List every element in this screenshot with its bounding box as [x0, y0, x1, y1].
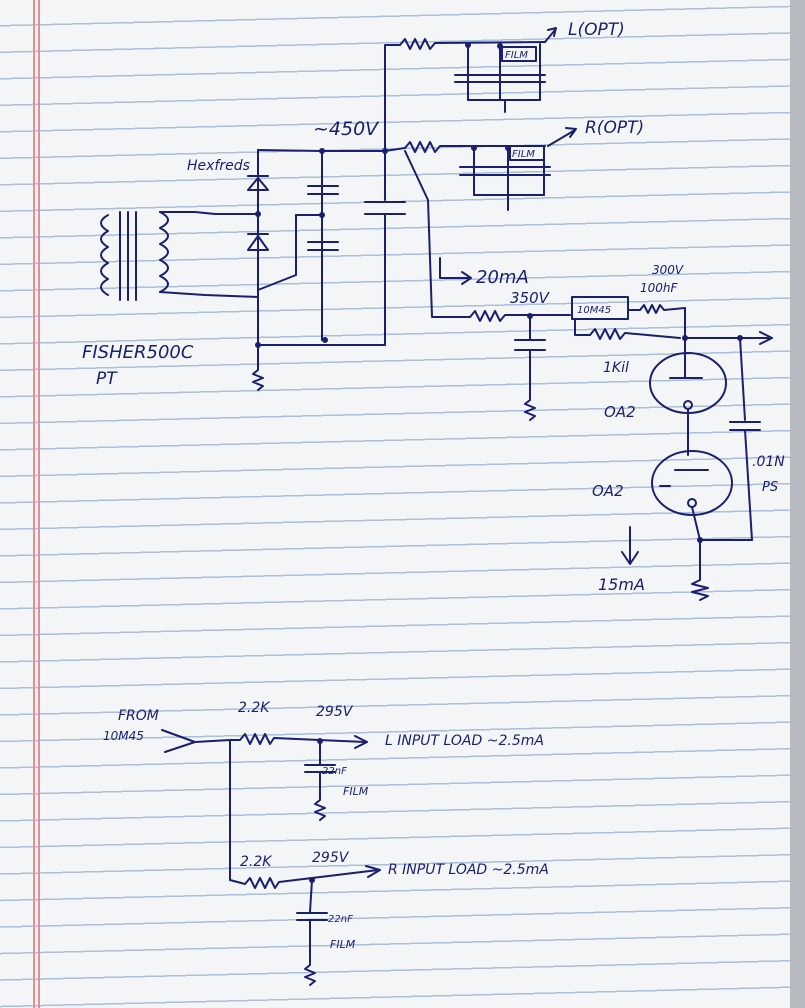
film-label-right: FILM [512, 149, 535, 160]
right-resistor-label: 2.2K [240, 854, 273, 870]
resistor-icon [589, 328, 681, 340]
output-resistor-label: 100hF [640, 281, 679, 295]
left-resistor-label: 2.2K [238, 700, 271, 716]
left-load-label: L INPUT LOAD ~2.5mA [385, 733, 544, 749]
left-cap-type: FILM [343, 785, 369, 798]
margin-line [38, 0, 40, 1008]
diode-icon [247, 177, 269, 191]
output-voltage: 300V [652, 263, 684, 277]
tap-current-label: 20mA [476, 267, 529, 288]
secondary-coil [159, 211, 169, 293]
oa2-tube-1 [649, 337, 727, 414]
rectifier-diodes [247, 149, 269, 346]
left-cap-label: 22nF [322, 766, 347, 777]
source-label: FROM [118, 708, 159, 724]
left-voltage-label: 295V [316, 704, 354, 720]
node-voltage: 350V [510, 289, 551, 307]
diode-icon [247, 235, 269, 251]
regulator-device-label: 10M45 [577, 305, 611, 316]
b-plus-voltage: ~450V [313, 118, 380, 140]
power-transformer [100, 211, 259, 301]
margin-line [33, 0, 35, 1008]
bypass-cap-type: PS [762, 480, 778, 495]
resistor-icon [229, 733, 368, 749]
film-label-left: FILM [505, 50, 528, 61]
transformer-sub-label: PT [96, 369, 118, 389]
resistor-icon [469, 310, 571, 322]
right-voltage-label: 295V [312, 850, 350, 866]
right-cap-type: FILM [330, 938, 356, 951]
right-opt-label: R(OPT) [585, 118, 644, 138]
right-cap-label: 22nF [328, 914, 353, 925]
ground-icon [524, 349, 536, 421]
shunt-current-label: 15mA [598, 575, 645, 594]
source-device-label: 10M45 [103, 729, 144, 743]
ground-icon [691, 539, 709, 601]
mosfet-box [571, 296, 629, 320]
rectifier-label: Hexfreds [187, 158, 250, 174]
left-opt-branch [399, 27, 557, 113]
tube-1-label: OA2 [604, 403, 636, 421]
primary-coil [100, 214, 109, 296]
right-load-label: R INPUT LOAD ~2.5mA [388, 862, 549, 878]
resistor-icon [639, 304, 686, 314]
page-edge [790, 0, 805, 1008]
oa2-tube-2 [651, 450, 733, 516]
ground-icon [304, 919, 316, 986]
tube-2-label: OA2 [592, 482, 624, 500]
series-resistor-label: 1Kil [603, 360, 629, 376]
transformer-label: FISHER500C [82, 342, 194, 363]
filter-capacitors [257, 150, 406, 346]
resistor-icon [399, 38, 546, 50]
resistor-icon [229, 865, 381, 889]
right-opt-branch [404, 127, 577, 211]
bypass-cap-label: .01N [752, 454, 785, 470]
ground-icon [314, 771, 326, 821]
left-opt-label: L(OPT) [568, 20, 625, 40]
resistor-icon [404, 141, 546, 153]
ground-icon [252, 344, 264, 391]
